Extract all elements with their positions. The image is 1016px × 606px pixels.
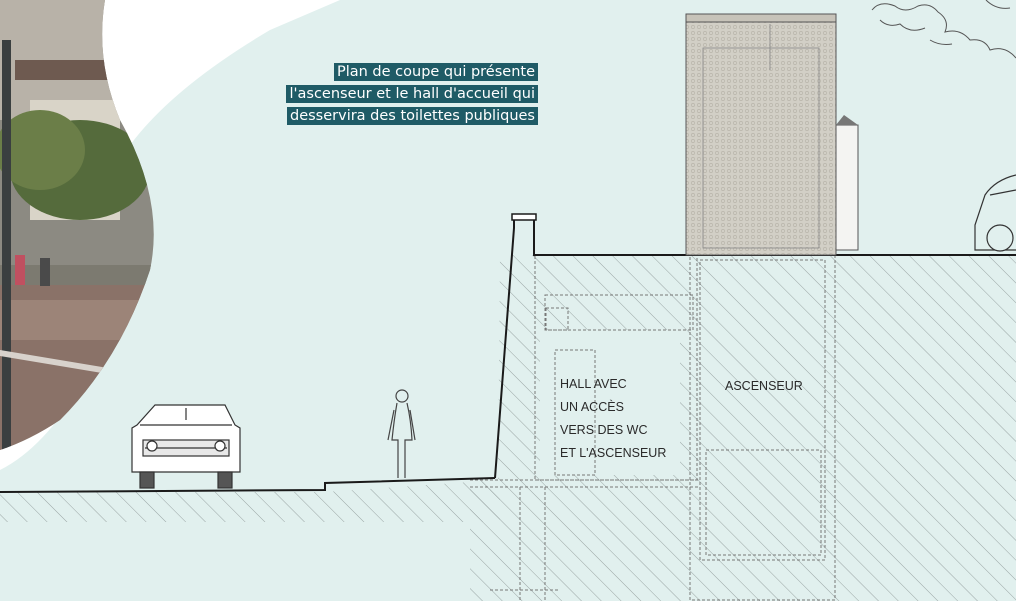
parapet-cap (511, 213, 537, 221)
caption-block: Plan de coupe qui présente l'ascenseur e… (286, 61, 538, 127)
hall-label-line3: VERS DES WC (560, 423, 648, 437)
hall-label-line2: UN ACCÈS (560, 399, 624, 414)
elevator-cabin (685, 13, 859, 256)
hall-label-line1: HALL AVEC (560, 377, 627, 391)
construction-lines (470, 254, 836, 601)
car-right (974, 174, 1016, 252)
car-left (131, 404, 241, 489)
tree-sketch (871, 0, 1016, 59)
elevator-label: ASCENSEUR (725, 379, 803, 393)
hall-label: HALL AVEC UN ACCÈS VERS DES WC ET L'ASCE… (560, 377, 666, 460)
caption-line-3: desservira des toilettes publiques (287, 107, 538, 125)
caption-line-2: l'ascenseur et le hall d'accueil qui (286, 85, 538, 103)
road-hatch (0, 480, 500, 522)
caption-line-1: Plan de coupe qui présente (333, 63, 538, 81)
person-figure (387, 389, 416, 478)
hall-void (540, 330, 680, 475)
hall-label-line4: ET L'ASCENSEUR (560, 446, 666, 460)
